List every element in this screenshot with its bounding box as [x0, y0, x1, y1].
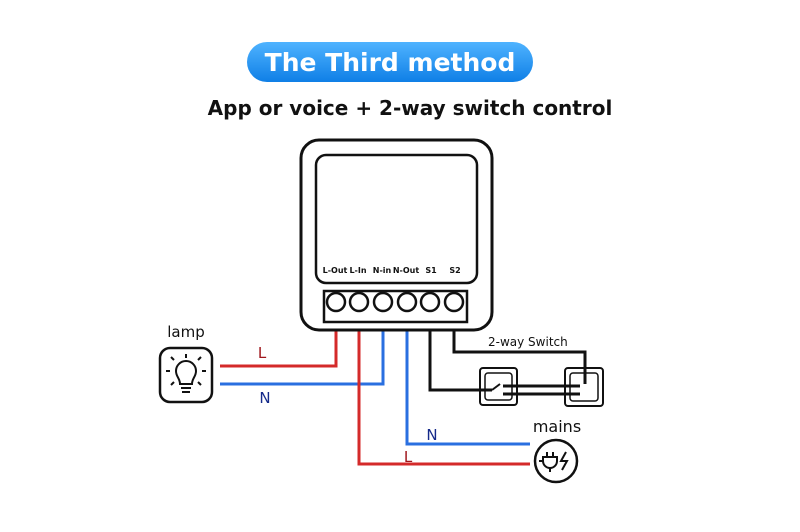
mains [533, 438, 579, 484]
terminal-s2 [443, 291, 465, 313]
terminal-n-in [372, 291, 394, 313]
plug-power-icon [539, 451, 569, 472]
wire-n-out [405, 302, 530, 446]
banner-title: The Third method [265, 48, 516, 77]
terminal-s1 [419, 291, 441, 313]
wire-l-in [357, 302, 530, 466]
wires [220, 302, 587, 466]
two-way-switch-1 [479, 367, 518, 406]
terminal-n-out [396, 291, 418, 313]
lamp-neutral-label: N [259, 389, 270, 407]
terminal-label-s1: S1 [425, 266, 437, 275]
terminal-label-n-in: N-in [373, 266, 392, 275]
lamp [158, 346, 214, 404]
terminal-l-in [348, 291, 370, 313]
two-way-switch-2 [564, 367, 604, 407]
mains-neutral-label: N [426, 426, 437, 444]
switch-label: 2-way Switch [488, 335, 568, 349]
lightbulb-icon [166, 354, 206, 393]
smart-switch-module: L-Out L-In N-in N-Out S1 S2 [299, 138, 494, 332]
mains-label: mains [533, 417, 581, 436]
lamp-label: lamp [167, 323, 205, 341]
terminal-l-out [325, 291, 347, 313]
mains-live-label: L [404, 448, 413, 466]
terminal-label-l-in: L-In [349, 266, 366, 275]
lamp-live-label: L [258, 344, 267, 362]
terminal-label-n-out: N-Out [393, 266, 420, 275]
terminal-label-s2: S2 [449, 266, 460, 275]
title-banner: The Third method [247, 42, 533, 82]
terminal-label-l-out: L-Out [323, 266, 348, 275]
subtitle: App or voice + 2-way switch control [208, 96, 613, 120]
